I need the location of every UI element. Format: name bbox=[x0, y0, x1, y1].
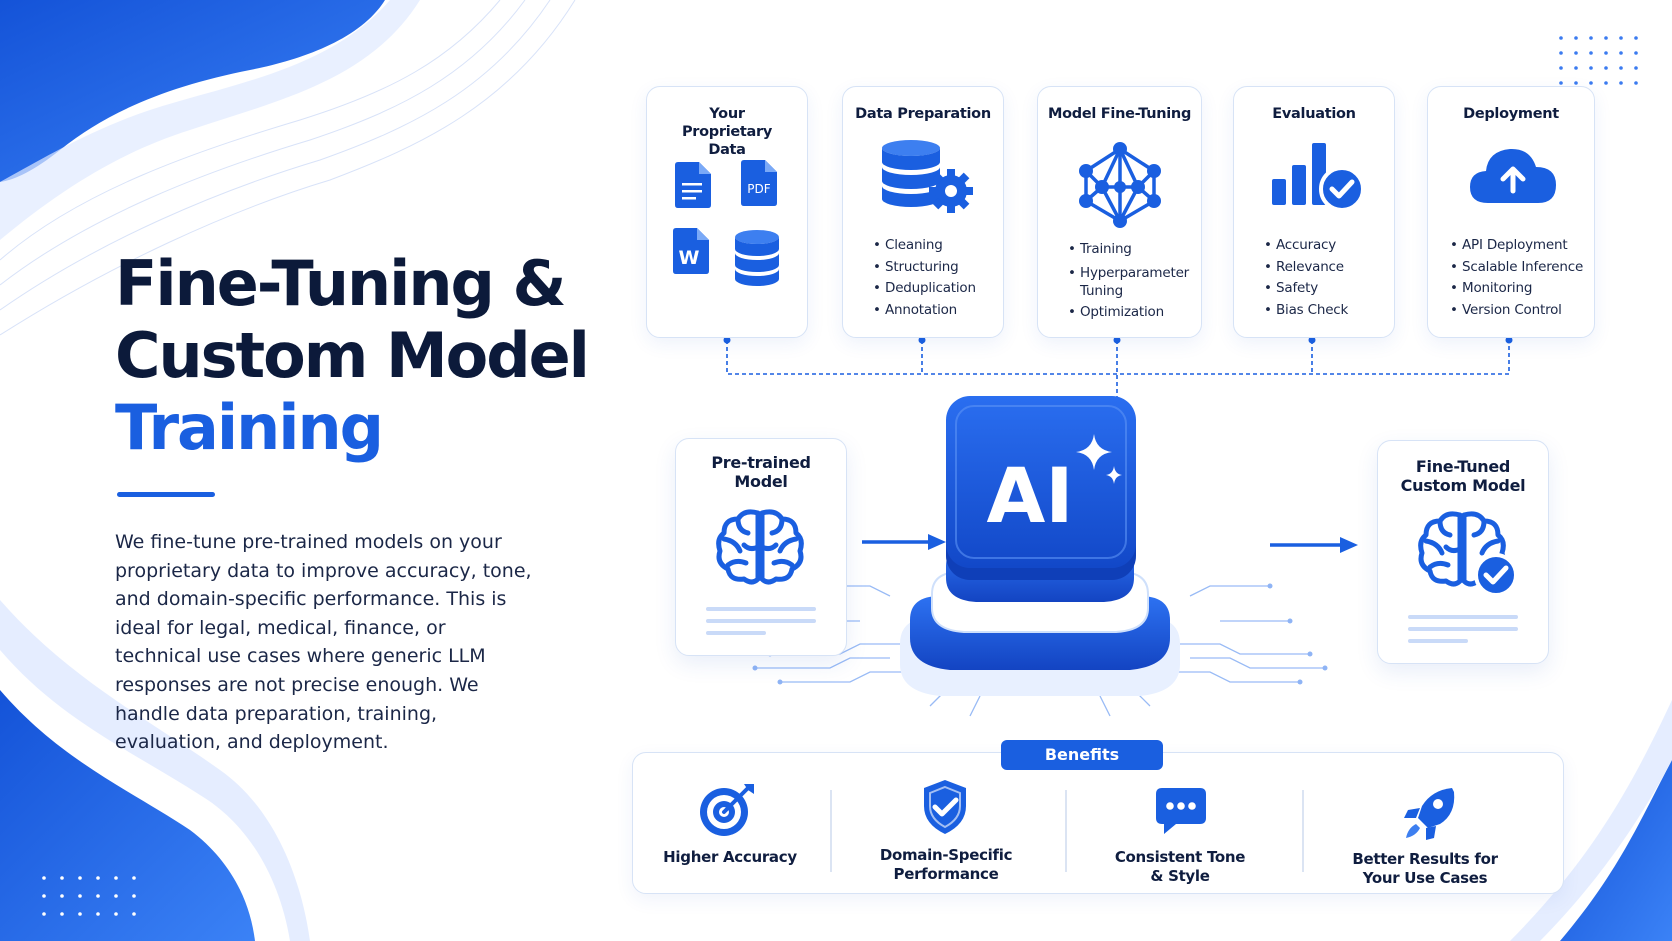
bottom-right-wave bbox=[1560, 760, 1672, 941]
top-left-wave bbox=[0, 0, 385, 182]
text-line-placeholder bbox=[706, 631, 766, 635]
pretrained-model-card: Pre-trained Model bbox=[675, 438, 847, 656]
list-item: Version Control bbox=[1450, 300, 1586, 322]
rocket-icon bbox=[1404, 788, 1455, 840]
dot-grid-bottom-left bbox=[42, 876, 136, 916]
ai-chip-platform: AI bbox=[752, 396, 1328, 717]
list-item: Optimization bbox=[1068, 302, 1193, 324]
list-item: Scalable Inference bbox=[1450, 257, 1586, 279]
text-line-placeholder bbox=[1408, 627, 1518, 631]
benefit-domain-specific-performance: Domain-Specific Performance bbox=[866, 774, 1026, 890]
dot-grid-top-right bbox=[1559, 36, 1638, 85]
finetuned-model-card: Fine-Tuned Custom Model bbox=[1377, 440, 1549, 664]
word-icon: W bbox=[673, 228, 709, 274]
list-item: Structuring bbox=[873, 257, 995, 279]
divider bbox=[1302, 790, 1304, 872]
shield-check-icon bbox=[924, 780, 966, 834]
benefit-label: Consistent Tone & Style bbox=[1114, 848, 1246, 885]
brain-check-icon bbox=[1418, 511, 1518, 597]
benefit-higher-accuracy: Higher Accuracy bbox=[650, 774, 810, 890]
svg-text:W: W bbox=[679, 247, 700, 269]
step-title: Deployment bbox=[1463, 106, 1559, 122]
list-item: Monitoring bbox=[1450, 278, 1586, 300]
step-card-data-preparation: Data Preparation Cleaning Structuring De… bbox=[842, 86, 1004, 338]
list-item: Bias Check bbox=[1264, 300, 1386, 322]
list-item: Cleaning bbox=[873, 235, 995, 257]
svg-text:PDF: PDF bbox=[747, 182, 770, 196]
step-card-evaluation: Evaluation Accuracy Relevance Safety Bia… bbox=[1233, 86, 1395, 338]
step-title: Evaluation bbox=[1272, 106, 1356, 122]
divider bbox=[1065, 790, 1067, 872]
list-item: Accuracy bbox=[1264, 235, 1386, 257]
step-title: Model Fine-Tuning bbox=[1047, 106, 1192, 122]
benefit-label: Higher Accuracy bbox=[663, 848, 797, 866]
text-line-placeholder bbox=[1408, 639, 1468, 643]
step-card-model-fine-tuning: Model Fine-Tuning Training Hyperparamete… bbox=[1037, 86, 1202, 338]
step-card-proprietary-data: Your Proprietary Data PDF W bbox=[646, 86, 808, 338]
arrow-to-finetuned bbox=[1270, 537, 1358, 553]
target-icon bbox=[700, 784, 754, 836]
hero-title-line1: Fine-Tuning & bbox=[115, 247, 567, 320]
ai-chip-label: AI bbox=[986, 451, 1073, 540]
text-line-placeholder bbox=[1408, 615, 1518, 619]
sparkle-icon bbox=[1076, 434, 1112, 470]
hero-description: We fine-tune pre-trained models on your … bbox=[115, 531, 532, 754]
document-icon bbox=[675, 162, 711, 208]
circuit-lines bbox=[755, 585, 1325, 717]
brain-icon bbox=[716, 509, 804, 585]
step-card-deployment: Deployment API Deployment Scalable Infer… bbox=[1427, 86, 1595, 338]
finetuned-model-title: Fine-Tuned Custom Model bbox=[1400, 457, 1526, 495]
list-item: Hyperparameter Tuning bbox=[1068, 264, 1189, 300]
benefits-label: Benefits bbox=[1001, 740, 1163, 770]
database-gear-icon bbox=[882, 140, 973, 213]
step-title: Your Proprietary Data bbox=[681, 106, 773, 158]
benefit-better-results: Better Results for Your Use Cases bbox=[1340, 774, 1510, 890]
pretrained-model-title: Pre-trained Model bbox=[711, 453, 811, 491]
text-line-placeholder bbox=[706, 607, 816, 611]
benefit-label: Domain-Specific Performance bbox=[879, 846, 1013, 883]
list-item: Deduplication bbox=[873, 278, 995, 300]
neural-network-icon bbox=[1079, 142, 1161, 228]
benefits-panel bbox=[632, 752, 1564, 894]
hero-divider bbox=[117, 492, 215, 497]
hero-title: Fine-Tuning & Custom Model Training bbox=[115, 248, 595, 464]
step-title: Data Preparation bbox=[855, 106, 991, 122]
hero-title-line2: Custom Model bbox=[115, 319, 590, 392]
list-item: API Deployment bbox=[1450, 235, 1586, 257]
bar-chart-check-icon bbox=[1272, 143, 1365, 212]
database-icon bbox=[735, 230, 779, 286]
pdf-icon: PDF bbox=[741, 160, 777, 206]
cloud-upload-icon bbox=[1470, 148, 1556, 203]
text-line-placeholder bbox=[706, 619, 816, 623]
hero-title-line3: Training bbox=[115, 391, 384, 464]
list-item: Annotation bbox=[873, 300, 995, 322]
divider bbox=[830, 790, 832, 872]
benefit-consistent-tone: Consistent Tone & Style bbox=[1100, 774, 1260, 890]
list-item: Relevance bbox=[1264, 257, 1386, 279]
benefit-label: Better Results for Your Use Cases bbox=[1352, 850, 1498, 887]
list-item: Training bbox=[1068, 239, 1193, 261]
arrow-to-ai bbox=[862, 534, 946, 550]
chat-bubble-icon bbox=[1156, 788, 1206, 834]
list-item: Safety bbox=[1264, 278, 1386, 300]
